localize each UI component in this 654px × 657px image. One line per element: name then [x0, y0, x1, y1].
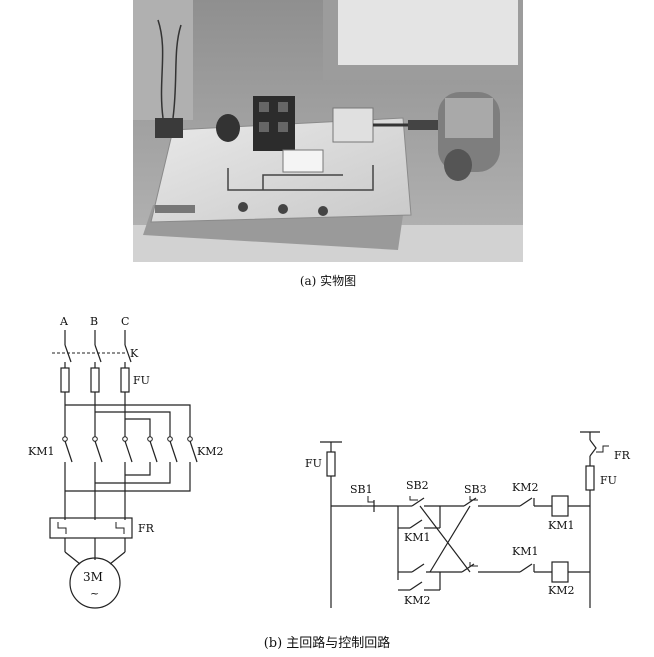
km1-hold-label: KM1	[404, 531, 430, 544]
km2-coil-label: KM2	[548, 584, 574, 597]
km1-coil-label: KM1	[548, 519, 574, 532]
km2-main-label: KM2	[197, 445, 223, 458]
thermal-relay-fr	[49, 517, 133, 539]
photo-window-glass	[338, 0, 518, 65]
motor-ac-symbol: ~	[90, 587, 99, 600]
main-circuit: A B C K FU	[28, 315, 223, 609]
phase-label-b: B	[90, 315, 98, 328]
fuse-b	[90, 367, 100, 393]
photo-button-3	[318, 206, 328, 216]
km1-interlock-label: KM1	[512, 545, 538, 558]
sb2-label: SB2	[406, 479, 429, 492]
fuse-c	[120, 367, 130, 393]
km1-coil	[551, 495, 569, 517]
photo-relay	[216, 114, 240, 142]
photo-power-plug	[155, 118, 183, 138]
motor-symbol	[69, 557, 121, 609]
control-fuse-label: FU	[305, 457, 322, 470]
control-circuit: FU FR FU SB1 SB2 SB3 KM2	[305, 431, 631, 608]
phase-label-a: A	[59, 315, 69, 328]
km2-hold-label: KM2	[404, 594, 430, 607]
diagram-caption: (b) 主回路与控制回路	[263, 636, 391, 651]
circuit-diagram: A B C K FU	[0, 295, 654, 635]
km1-main-label: KM1	[28, 445, 54, 458]
photo-button-1	[238, 202, 248, 212]
sb1-label: SB1	[350, 483, 373, 496]
right-fuse-label: FU	[600, 474, 617, 487]
photo-fuses	[332, 107, 374, 143]
fr-contact-label: FR	[614, 449, 631, 462]
km2-interlock-label: KM2	[512, 481, 538, 494]
control-fuse	[326, 451, 336, 477]
right-fuse	[585, 465, 595, 491]
photo-label-strip	[155, 205, 195, 213]
equipment-photo	[133, 0, 523, 262]
phase-label-c: C	[121, 315, 129, 328]
fuse-a	[60, 367, 70, 393]
photo-button-2	[278, 204, 288, 214]
photo-caption: (a) 实物图	[299, 274, 357, 288]
km2-coil	[551, 561, 569, 583]
motor-label: 3M	[83, 570, 103, 584]
main-fuse-label: FU	[133, 374, 150, 387]
switch-label-k: K	[130, 347, 139, 360]
sb3-label: SB3	[464, 483, 487, 496]
photo-terminal	[282, 149, 324, 173]
photo-circuit-board	[150, 117, 412, 223]
thermal-relay-label: FR	[138, 522, 155, 535]
